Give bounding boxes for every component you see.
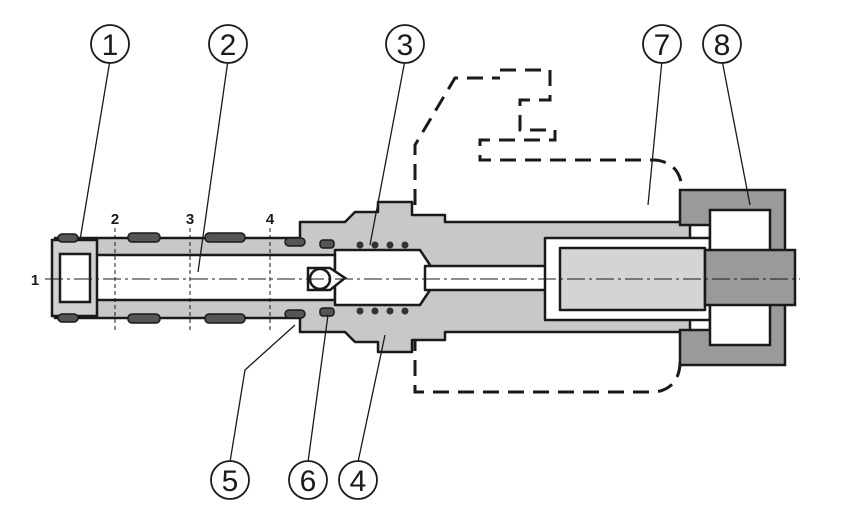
callout-3-label: 3 xyxy=(397,29,414,62)
callout-7: 7 xyxy=(642,24,682,64)
port-label-4: 4 xyxy=(266,211,275,228)
port-label-1: 1 xyxy=(31,272,39,289)
callout-7-label: 7 xyxy=(654,29,671,62)
callout-8-label: 8 xyxy=(714,29,731,62)
callout-6-label: 6 xyxy=(300,465,317,498)
adjustment-knob xyxy=(678,188,797,367)
callout-8: 8 xyxy=(702,24,742,64)
callout-5-label: 5 xyxy=(222,465,239,498)
housing-dashed-outline xyxy=(413,68,684,394)
port-label-3: 3 xyxy=(186,211,194,228)
callout-5: 5 xyxy=(210,460,250,500)
spring xyxy=(356,241,409,315)
port-section-lines xyxy=(114,228,271,330)
callout-3: 3 xyxy=(385,24,425,64)
inlet-nose xyxy=(50,238,99,318)
pin-channel xyxy=(423,264,557,292)
port-label-2: 2 xyxy=(111,211,119,228)
central-bore xyxy=(93,253,337,302)
callout-1: 1 xyxy=(90,24,130,64)
callout-2: 2 xyxy=(208,24,248,64)
callout-6: 6 xyxy=(288,460,328,500)
leader-lines xyxy=(79,59,751,463)
spring-chamber xyxy=(333,248,432,307)
valve-body xyxy=(53,200,712,354)
callout-4-label: 4 xyxy=(350,465,367,498)
o-ring-seals xyxy=(57,232,335,324)
callout-2-label: 2 xyxy=(220,29,237,62)
callout-1-label: 1 xyxy=(102,29,119,62)
callout-4: 4 xyxy=(338,460,378,500)
